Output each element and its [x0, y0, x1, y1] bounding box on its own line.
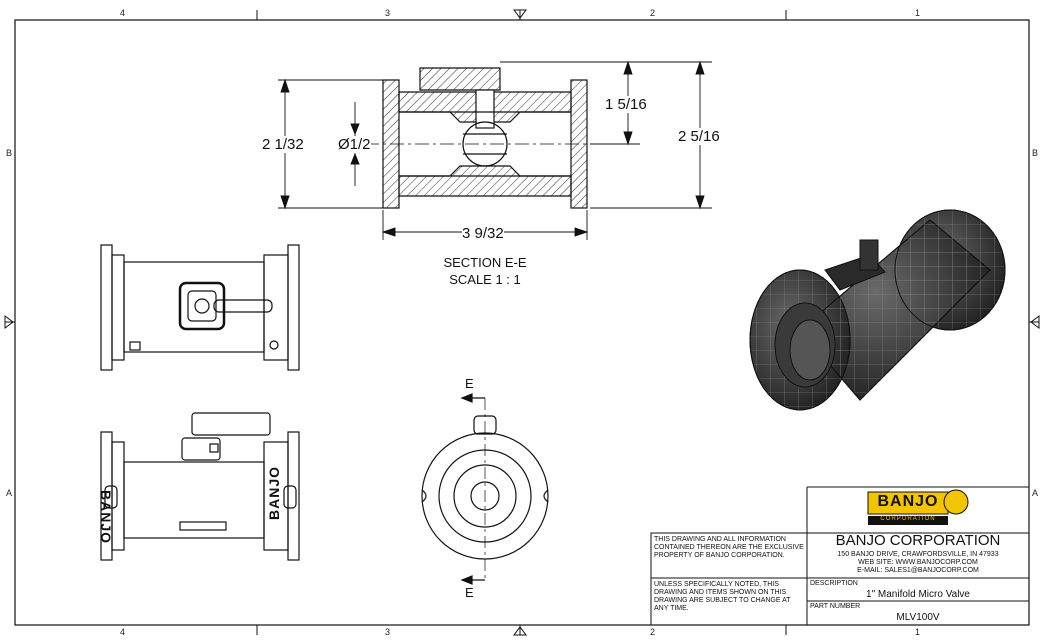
zone-left-a: A — [6, 488, 13, 498]
cut-label-bottom: E — [465, 585, 474, 600]
zone-top-3: 3 — [385, 8, 391, 18]
section-view — [340, 67, 600, 209]
zone-left-b: B — [6, 148, 13, 158]
dim-length: 3 9/32 — [462, 225, 504, 242]
part-number-label: PART NUMBER — [810, 603, 861, 610]
zone-top-1: 1 — [915, 8, 921, 18]
zone-top-4: 4 — [120, 8, 126, 18]
center-marks — [4, 9, 1040, 636]
zone-bottom-1: 1 — [915, 627, 921, 637]
logo-subtext: CORPORATION — [880, 516, 936, 522]
company-address: 150 BANJO DRIVE, CRAWFORDSVILLE, IN 4793… — [837, 551, 999, 558]
section-title: SECTION E-E — [443, 255, 527, 270]
isometric-view — [749, 209, 1006, 411]
title-block — [650, 486, 1030, 626]
zone-right-b: B — [1032, 148, 1039, 158]
brand-text-right: BANJO — [266, 465, 282, 520]
zone-bottom-2: 2 — [650, 627, 656, 637]
company-website: WEB SITE: WWW.BANJOCORP.COM — [858, 559, 978, 566]
part-number-value: MLV100V — [896, 612, 940, 623]
section-dimensions — [278, 60, 712, 240]
banjo-logo — [867, 489, 969, 525]
dim-overall-height: 2 1/32 — [262, 136, 304, 153]
brand-text-left: BANJO — [98, 490, 114, 545]
section-scale: SCALE 1 : 1 — [449, 272, 521, 287]
company-name: BANJO CORPORATION — [835, 532, 1001, 549]
logo-text: BANJO — [877, 493, 939, 510]
dim-bore: Ø1/2 — [338, 136, 371, 153]
dim-handle-height: 1 5/16 — [605, 96, 647, 113]
zone-top-2: 2 — [650, 8, 656, 18]
notice-property: THIS DRAWING AND ALL INFORMATION CONTAIN… — [654, 536, 804, 559]
company-email: E-MAIL: SALES1@BANJOCORP.COM — [857, 567, 979, 574]
zone-bottom-4: 4 — [120, 627, 126, 637]
zone-bottom-3: 3 — [385, 627, 391, 637]
description-value: 1" Manifold Micro Valve — [866, 589, 970, 600]
top-view — [100, 244, 300, 371]
description-label: DESCRIPTION — [810, 580, 858, 587]
dim-total-height: 2 5/16 — [678, 128, 720, 145]
end-view — [421, 393, 549, 585]
notice-change: UNLESS SPECIFICALLY NOTED, THIS DRAWING … — [654, 581, 791, 612]
cut-label-top: E — [465, 376, 474, 391]
zone-right-a: A — [1032, 488, 1039, 498]
side-view — [100, 412, 300, 561]
